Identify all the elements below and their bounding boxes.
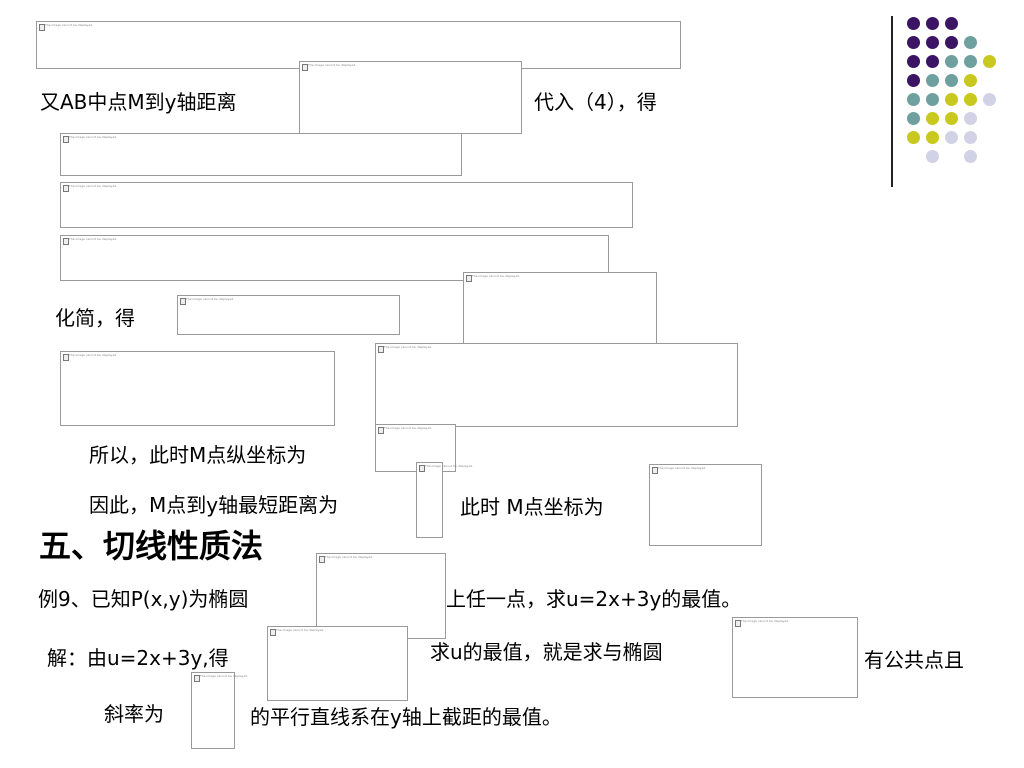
formula-image-placeholder: The image cannot be displayed. <box>463 272 657 349</box>
formula-image-placeholder: The image cannot be displayed. <box>267 626 408 701</box>
decorative-dot <box>907 112 920 125</box>
decorative-dot <box>945 17 958 30</box>
decorative-dot <box>964 131 977 144</box>
text-midpoint-distance: 又AB中点M到y轴距离 <box>40 90 237 114</box>
formula-image-placeholder: The image cannot be displayed. <box>299 61 522 134</box>
decorative-dot <box>926 74 939 87</box>
decorative-dot <box>907 17 920 30</box>
decorative-dot <box>945 93 958 106</box>
decorative-dot <box>983 55 996 68</box>
text-seek-u-extremum: 求u的最值，就是求与椭圆 <box>430 640 663 664</box>
decorative-dot <box>926 150 939 163</box>
decorative-dot <box>907 74 920 87</box>
decorative-dot <box>926 55 939 68</box>
text-example-9: 例9、已知P(x,y)为椭圆 <box>38 587 249 611</box>
decorative-dot <box>945 74 958 87</box>
decorative-dot <box>964 74 977 87</box>
decorative-dot <box>945 36 958 49</box>
decorative-dot <box>907 93 920 106</box>
decorative-dot <box>945 55 958 68</box>
decorative-dot <box>926 112 939 125</box>
decorative-dot <box>964 55 977 68</box>
text-substitute: 代入（4），得 <box>534 90 657 114</box>
formula-image-placeholder: The image cannot be displayed. <box>60 235 609 281</box>
text-any-point: 上任一点，求u=2x+3y的最值。 <box>446 587 742 611</box>
formula-image-placeholder: The image cannot be displayed. <box>416 462 473 538</box>
decorative-dot <box>926 36 939 49</box>
decorative-dot <box>926 93 939 106</box>
decorative-dot <box>926 131 939 144</box>
decorative-dot <box>964 93 977 106</box>
formula-image-placeholder: The image cannot be displayed. <box>191 672 248 749</box>
text-therefore-min-distance: 因此，M点到y轴最短距离为 <box>89 493 339 517</box>
text-common-point: 有公共点且 <box>864 648 964 672</box>
decorative-dot <box>964 36 977 49</box>
decorative-dot <box>945 112 958 125</box>
text-solution: 解：由u=2x+3y,得 <box>47 646 229 670</box>
text-so-y-coordinate: 所以，此时M点纵坐标为 <box>89 443 307 467</box>
decorative-dot <box>964 112 977 125</box>
text-parallel-lines: 的平行直线系在y轴上截距的最值。 <box>250 705 562 729</box>
section-heading: 五、切线性质法 <box>39 527 264 565</box>
decorative-dot <box>964 150 977 163</box>
formula-image-placeholder: The image cannot be displayed. <box>649 464 762 546</box>
decorative-dot <box>907 131 920 144</box>
formula-image-placeholder: The image cannot be displayed. <box>375 343 738 427</box>
formula-image-placeholder: The image cannot be displayed. <box>60 351 335 426</box>
text-coordinate-is: 此时 M点坐标为 <box>460 495 604 519</box>
decorative-vertical-rule <box>891 16 893 187</box>
formula-image-placeholder: The image cannot be displayed. <box>60 182 633 228</box>
decorative-dot <box>907 55 920 68</box>
text-simplify: 化简，得 <box>55 306 135 330</box>
decorative-dot <box>983 93 996 106</box>
formula-image-placeholder: The image cannot be displayed. <box>177 295 400 335</box>
decorative-dot <box>926 17 939 30</box>
decorative-dot <box>907 36 920 49</box>
formula-image-placeholder: The image cannot be displayed. <box>732 617 858 698</box>
text-slope: 斜率为 <box>104 702 164 726</box>
formula-image-placeholder: The image cannot be displayed. <box>60 133 462 176</box>
decorative-dot <box>945 131 958 144</box>
